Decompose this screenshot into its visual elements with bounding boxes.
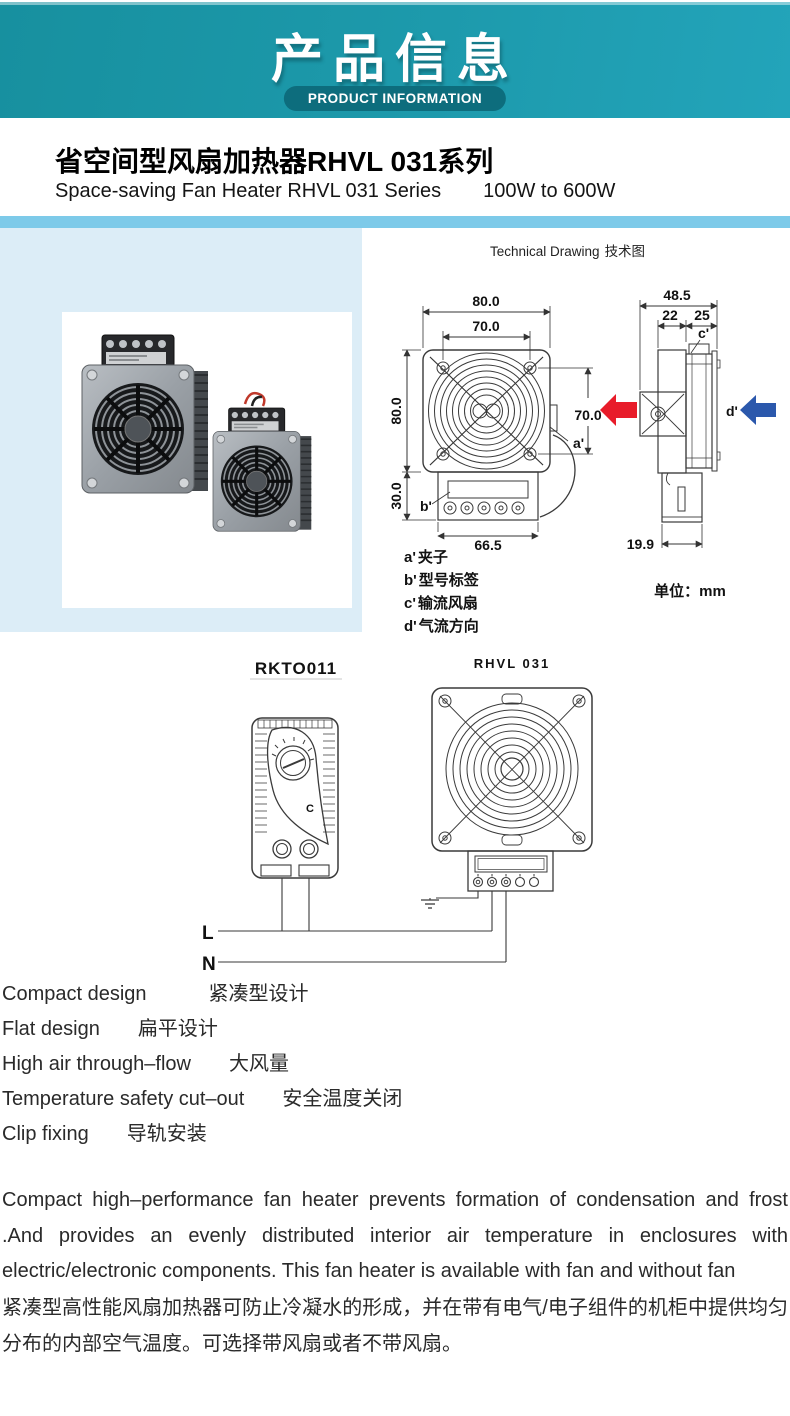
- dim-left-box: 30.0: [390, 482, 404, 509]
- wiring-lines: [218, 878, 507, 963]
- dim-side-sub1: 22: [662, 307, 678, 323]
- terminal-box-front: [437, 471, 539, 521]
- clip-side: [639, 391, 687, 437]
- airflow-arrow-blue: [740, 395, 776, 425]
- wiring-diagram-section: RKTO011 RHVL 031 C: [0, 648, 790, 980]
- thermostat-label: RKTO011: [255, 659, 337, 678]
- dim-bottom: 66.5: [474, 537, 501, 553]
- feature-en: Clip fixing: [2, 1123, 89, 1145]
- feature-item: Compact design 紧凑型设计: [2, 977, 402, 1012]
- banner-badge: PRODUCT INFORMATION: [283, 86, 507, 111]
- front-view-dimensions: 80.0 70.0 80.0 30.0 66.5 70.0 a' b': [388, 293, 637, 553]
- dim-right: 70.0: [574, 407, 601, 423]
- feature-item: Clip fixing 导轨安装: [2, 1117, 402, 1152]
- dim-top-inner: 70.0: [472, 318, 499, 334]
- label-c: c': [698, 325, 709, 341]
- power-range: 100W to 600W: [483, 180, 616, 202]
- product-photo-panel: [0, 228, 362, 632]
- legend-item: c'输流风扇: [404, 594, 478, 612]
- label-d: d': [726, 403, 738, 419]
- bracket-side: [661, 472, 703, 523]
- feature-en: Compact design: [2, 983, 147, 1005]
- feature-en: Temperature safety cut–out: [2, 1088, 245, 1110]
- page-subtitle-en: Space-saving Fan Heater RHVL 031 Series: [55, 180, 442, 202]
- banner: 产品信息 PRODUCT INFORMATION: [0, 2, 790, 118]
- feature-item: Temperature safety cut–out 安全温度关闭: [2, 1082, 402, 1117]
- dim-left-height: 80.0: [390, 397, 404, 424]
- unit-label: 单位：mm: [654, 582, 726, 600]
- heater-drawing: [431, 687, 593, 852]
- heater-wire-red: [243, 391, 266, 407]
- feature-en: Flat design: [2, 1018, 100, 1040]
- cable: [539, 434, 576, 518]
- side-view: [639, 343, 721, 523]
- wiring-diagram: RKTO011 RHVL 031 C: [202, 656, 593, 975]
- feature-zh: 安全温度关闭: [282, 1088, 403, 1110]
- banner-title: 产品信息: [270, 31, 519, 89]
- line-label: L: [202, 923, 214, 944]
- divider-strip: [0, 216, 790, 228]
- description-en: Compact high–performance fan heater prev…: [2, 1189, 788, 1282]
- airflow-arrow-red: [600, 394, 637, 426]
- dial-scale-label: C: [306, 803, 314, 815]
- legend-item: d'气流方向: [404, 617, 479, 635]
- thermostat-drawing: C: [251, 717, 339, 879]
- dial-plate: [266, 726, 329, 846]
- dial-needle: [282, 758, 305, 769]
- label-b: b': [420, 498, 432, 514]
- feature-zh: 大风量: [229, 1053, 289, 1075]
- front-view: [422, 349, 576, 521]
- clip-tab: [549, 404, 558, 432]
- heater-terminal-box: [467, 850, 554, 892]
- legend-item: b'型号标签: [404, 571, 480, 589]
- dim-side-sub2: 25: [694, 307, 710, 323]
- label-a: a': [573, 435, 584, 451]
- side-view-dimensions: 48.5 22 25 c' d' 19.9: [627, 287, 776, 552]
- neutral-label: N: [202, 954, 216, 975]
- heater-wire-black: [250, 395, 263, 407]
- feature-zh: 扁平设计: [137, 1018, 218, 1040]
- drawing-legend: a'夹子 b'型号标签 c'输流风扇 d'气流方向 单位：mm: [404, 548, 726, 635]
- feature-zh: 紧凑型设计: [208, 983, 309, 1005]
- feature-list: Compact design 紧凑型设计 Flat design 扁平设计 High…: [2, 977, 402, 1152]
- feature-item: High air through–flow 大风量: [2, 1047, 402, 1082]
- dim-side-top: 48.5: [663, 287, 690, 303]
- description-zh: 紧凑型高性能风扇加热器可防止冷凝水的形成，并在带有电气/电子组件的机柜中提供均匀…: [2, 1296, 788, 1355]
- dim-side-bottom: 19.9: [627, 536, 654, 552]
- dim-top-outer: 80.0: [472, 293, 499, 309]
- product-photo: [62, 312, 352, 608]
- feature-en: High air through–flow: [2, 1053, 191, 1075]
- legend-item: a'夹子: [404, 548, 448, 566]
- page-title: 省空间型风扇加热器RHVL 031系列: [55, 146, 494, 177]
- description-block: Compact high–performance fan heater prev…: [2, 1183, 788, 1362]
- earth-symbol: [421, 898, 439, 909]
- feature-item: Flat design 扁平设计: [2, 1012, 402, 1047]
- heater-label: RHVL 031: [474, 656, 550, 671]
- page-subtitle: Space-saving Fan Heater RHVL 031 Series 1…: [55, 180, 615, 203]
- feature-zh: 导轨安装: [126, 1123, 207, 1145]
